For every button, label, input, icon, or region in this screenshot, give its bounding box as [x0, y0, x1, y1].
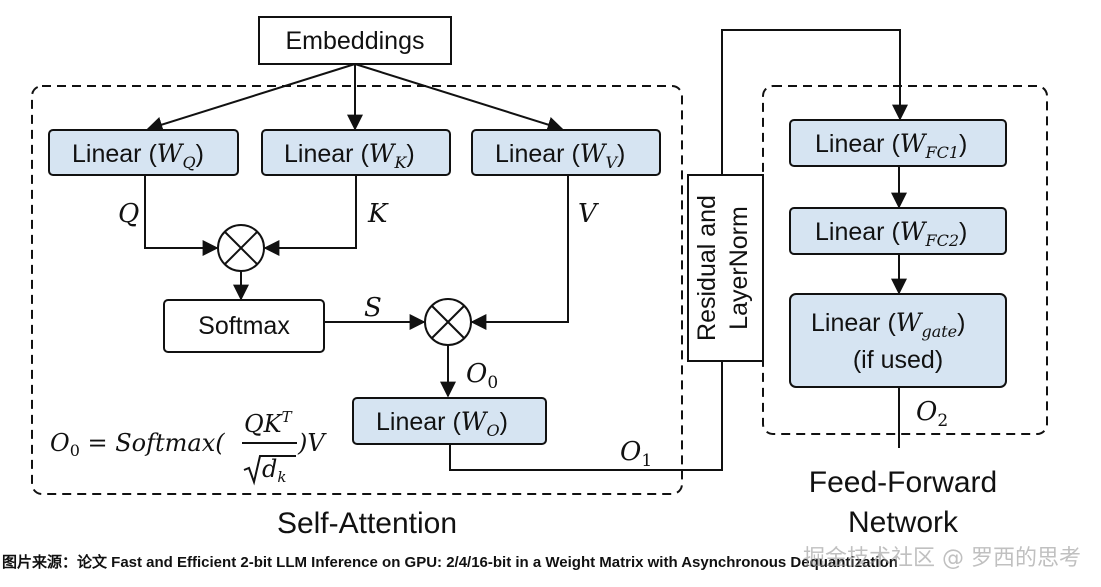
- svg-text:Linear (WO): Linear (WO): [376, 407, 508, 440]
- svg-text:dk: dk: [262, 455, 286, 486]
- svg-text:)V: )V: [297, 429, 327, 457]
- linear-o-box: Linear (WO): [352, 397, 547, 445]
- attention-formula: O0 = Softmax( QKT dk )V: [50, 408, 327, 486]
- label-v: V: [578, 199, 599, 229]
- svg-text:Residual and: Residual and: [693, 195, 721, 341]
- ffn-title-line2: Network: [848, 506, 959, 539]
- softmax-box: Softmax: [163, 299, 325, 353]
- label-o0: O0: [466, 359, 498, 393]
- label-s: S: [364, 293, 382, 323]
- self-attention-title: Self-Attention: [277, 507, 457, 540]
- multiply-icon: [424, 298, 472, 346]
- figure-caption: 图片来源：论文 Fast and Efficient 2-bit LLM Inf…: [2, 554, 898, 571]
- svg-text:Linear (WFC2): Linear (WFC2): [815, 217, 967, 250]
- softmax-label: Softmax: [198, 312, 290, 340]
- label-q: Q: [118, 199, 139, 229]
- linear-v-box: Linear (WV): [471, 129, 661, 176]
- multiply-icon: [217, 224, 265, 272]
- watermark: 掘金技术社区 @ 罗西的思考: [803, 546, 1081, 571]
- ffn-title-line1: Feed-Forward: [809, 466, 997, 499]
- o1-connector: [449, 360, 723, 471]
- svg-text:QKT: QKT: [244, 408, 293, 438]
- linear-k-box: Linear (WK): [261, 129, 451, 176]
- linear-fc2-box: Linear (WFC2): [789, 207, 1007, 255]
- label-o1: O1: [620, 437, 652, 471]
- self-attention-region: [31, 85, 683, 495]
- residual-to-ffn-connector: [721, 29, 908, 175]
- svg-text:Linear (WV): Linear (WV): [495, 139, 625, 172]
- label-k: K: [367, 199, 389, 229]
- linear-fc1-box: Linear (WFC1): [789, 119, 1007, 167]
- residual-layernorm-box: Residual and LayerNorm: [687, 174, 764, 362]
- svg-text:LayerNorm: LayerNorm: [725, 206, 753, 330]
- svg-text:Linear (WQ): Linear (WQ): [72, 139, 204, 172]
- svg-text:Linear (WK): Linear (WK): [284, 139, 415, 172]
- label-o2: O2: [916, 397, 948, 431]
- v-connector: [470, 175, 569, 330]
- svg-text:(if used): (if used): [853, 346, 943, 374]
- qk-connectors: [144, 175, 357, 256]
- linear-gate-box: Linear (Wgate) (if used): [789, 293, 1007, 388]
- embeddings-arrows: [146, 63, 564, 133]
- embeddings-label: Embeddings: [286, 27, 425, 55]
- embeddings-box: Embeddings: [258, 16, 452, 65]
- svg-text:O0 = Softmax(: O0 = Softmax(: [50, 429, 225, 460]
- linear-q-box: Linear (WQ): [48, 129, 239, 176]
- svg-text:Linear (WFC1): Linear (WFC1): [815, 129, 967, 162]
- svg-text:Linear (Wgate): Linear (Wgate): [811, 308, 965, 341]
